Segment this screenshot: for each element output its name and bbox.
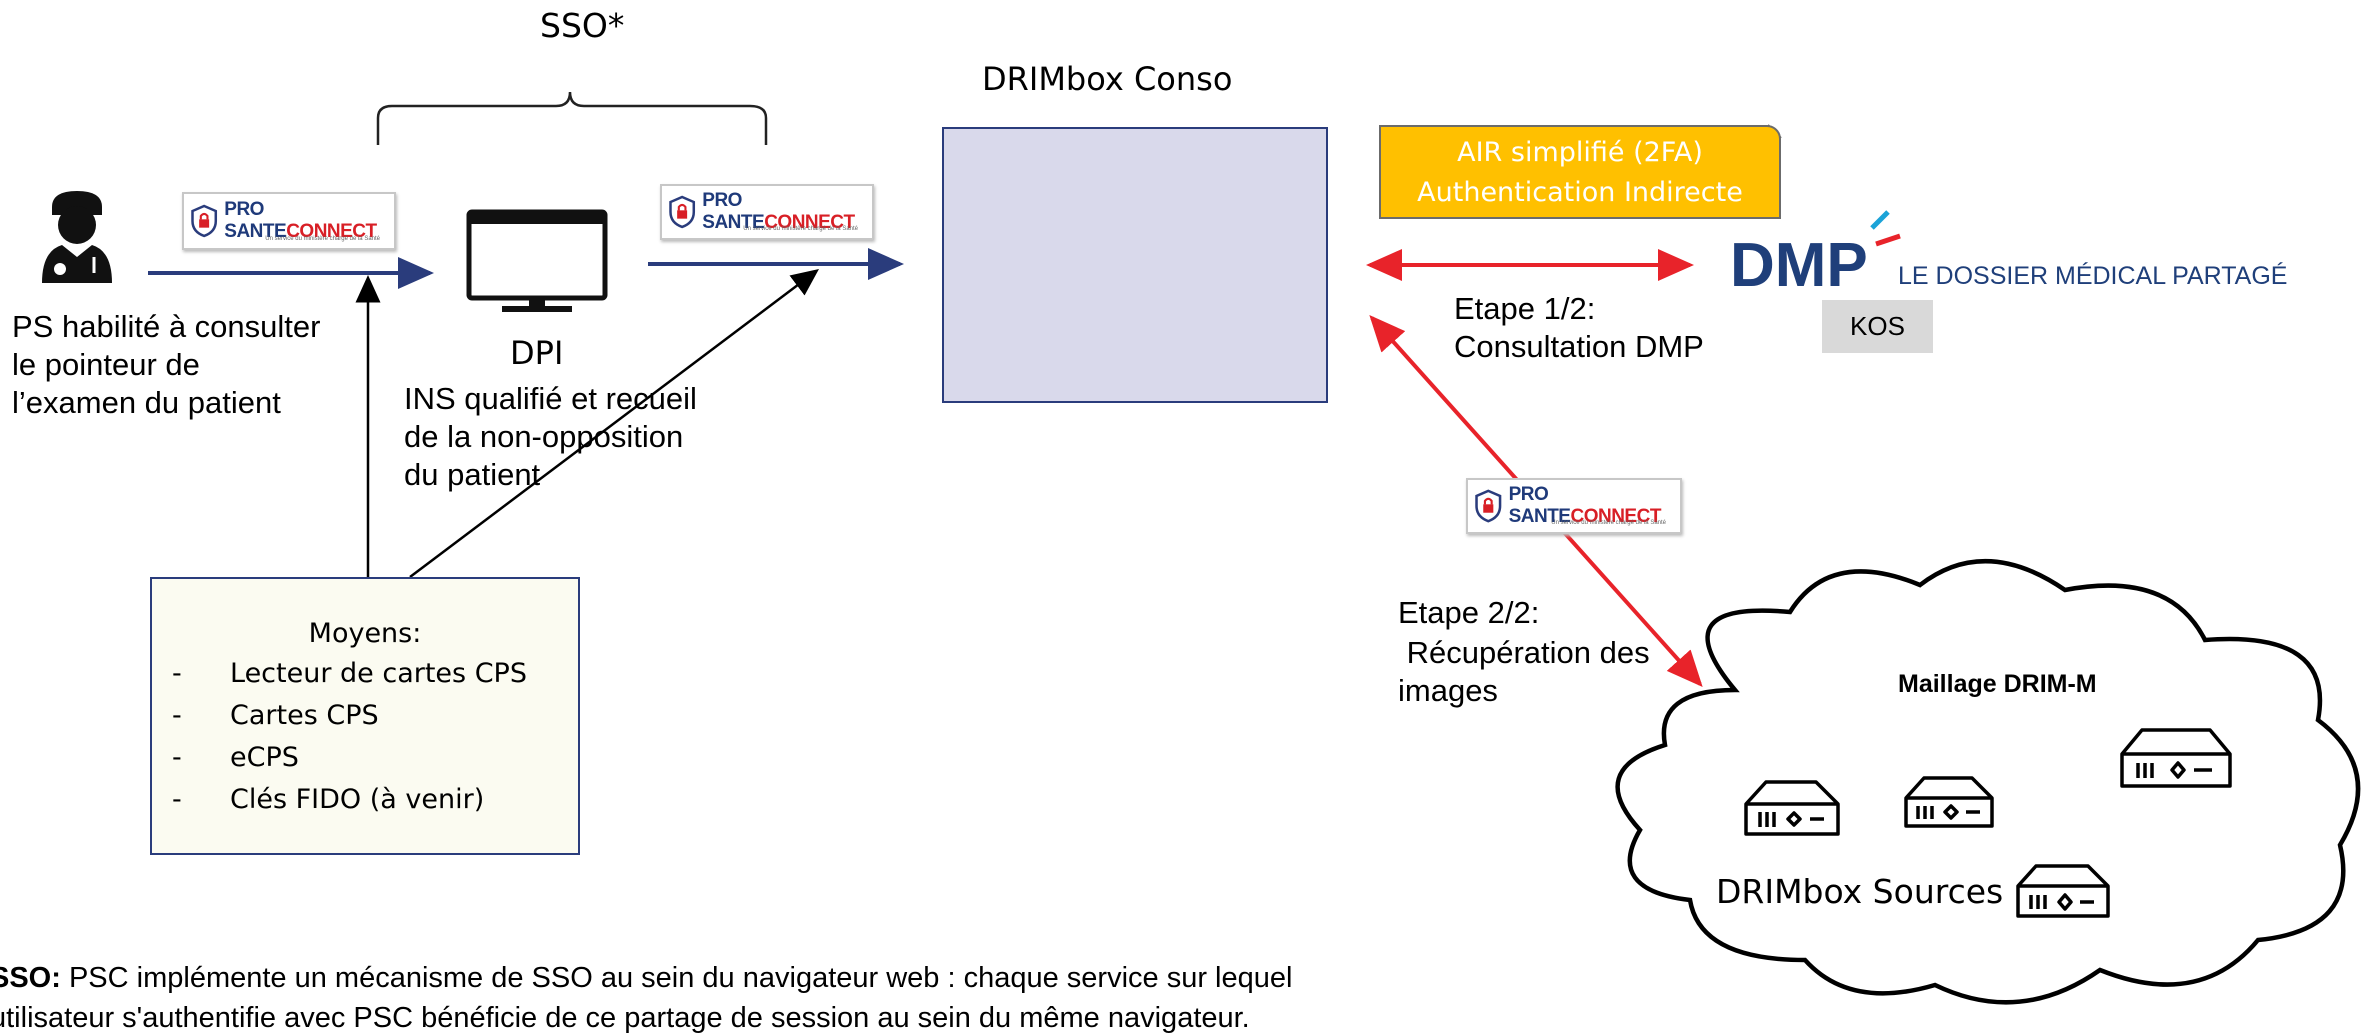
shield-lock-icon — [191, 204, 218, 238]
cloud-sources-label: DRIMbox Sources — [1716, 872, 2004, 911]
step1-line-2: Consultation DMP — [1454, 329, 1704, 364]
moyens-dash-4: - — [172, 784, 182, 815]
drimbox-conso-box — [942, 127, 1328, 403]
footnote-line-1: SSO: PSC implémente un mécanisme de SSO … — [0, 962, 1293, 994]
air-line-2: Authentication Indirecte — [1417, 177, 1743, 208]
moyens-item-4: Clés FIDO (à venir) — [230, 784, 485, 815]
server-icon-source-3 — [2120, 728, 2232, 788]
server-icon-source-4 — [2016, 864, 2110, 918]
dmp-subtitle: LE DOSSIER MÉDICAL PARTAGÉ — [1898, 262, 2288, 290]
cloud-title: Maillage DRIM-M — [1898, 670, 2097, 698]
step2-line-2: Récupération des — [1398, 635, 1650, 670]
moyens-item-2: Cartes CPS — [230, 700, 379, 731]
air-box — [1379, 125, 1781, 219]
actor-line-1: PS habilité à consulter — [12, 309, 321, 344]
person-icon — [42, 191, 112, 283]
footnote-line-2: utilisateur s'authentifie avec PSC bénéf… — [0, 1002, 1250, 1034]
dpi-line-1: INS qualifié et recueil — [404, 381, 697, 416]
shield-lock-icon — [1475, 489, 1502, 523]
step2-line-3: images — [1398, 673, 1498, 708]
actor-line-2: le pointeur de — [12, 347, 200, 382]
server-icon-source-2 — [1904, 776, 1994, 828]
moyens-title: Moyens: — [308, 618, 422, 649]
psc-logo-2: PRO SANTECONNECT Un service du ministère… — [660, 184, 874, 240]
moyens-box — [150, 577, 580, 855]
moyens-item-3: eCPS — [230, 742, 299, 773]
psc-logo-3: PRO SANTECONNECT Un service du ministère… — [1466, 478, 1682, 534]
server-icon-source-1 — [1744, 780, 1840, 836]
shield-lock-icon — [669, 195, 696, 229]
moyens-dash-1: - — [172, 658, 182, 689]
sso-label: SSO* — [540, 6, 625, 45]
actor-line-3: l’examen du patient — [12, 385, 281, 420]
psc-logo-1: PRO SANTECONNECT Un service du ministère… — [182, 192, 396, 250]
svg-text:DMP: DMP — [1730, 231, 1868, 300]
moyens-dash-3: - — [172, 742, 182, 773]
dpi-line-2: de la non-opposition — [404, 419, 684, 454]
monitor-icon — [466, 209, 608, 312]
air-line-1: AIR simplifié (2FA) — [1457, 137, 1703, 168]
kos-badge: KOS — [1822, 300, 1933, 353]
cloud-icon — [1615, 558, 2361, 1005]
step2-line-1: Etape 2/2: — [1398, 595, 1540, 630]
conso-title: DRIMbox Conso — [982, 60, 1233, 98]
moyens-item-1: Lecteur de cartes CPS — [230, 658, 527, 689]
arrow-moyens-to-conso-link — [409, 268, 819, 578]
dpi-line-3: du patient — [404, 457, 541, 492]
dmp-logo: DMP — [1730, 210, 1901, 300]
dpi-title: DPI — [510, 334, 564, 372]
sso-brace — [376, 91, 768, 145]
step1-line-1: Etape 1/2: — [1454, 291, 1596, 326]
moyens-dash-2: - — [172, 700, 182, 731]
